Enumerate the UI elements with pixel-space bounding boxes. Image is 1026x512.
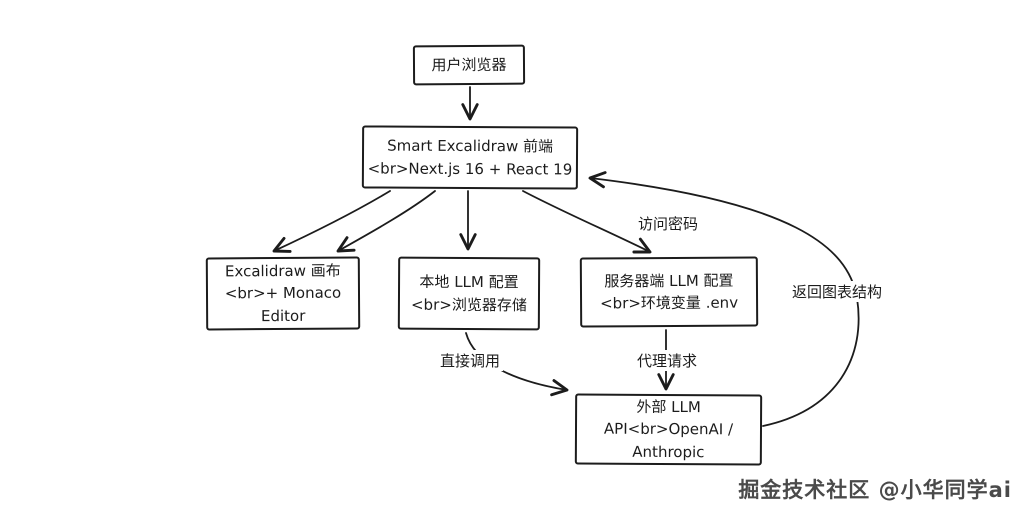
edge-label-proxy-request: 代理请求: [634, 350, 701, 371]
node-local-llm-config: 本地 LLM 配置 <br>浏览器存储: [397, 256, 541, 331]
node-frontend: Smart Excalidraw 前端 <br>Next.js 16 + Rea…: [361, 125, 579, 190]
watermark-text: 掘金技术社区 @小华同学ai: [738, 478, 1012, 502]
node-label: Excalidraw 画布: [224, 261, 341, 281]
node-user-browser: 用户浏览器: [412, 44, 526, 86]
edge-frontend-to-canvas-right: [336, 190, 436, 253]
edge-label-access-password: 访问密码: [635, 213, 702, 234]
node-label: Smart Excalidraw 前端: [387, 136, 554, 156]
node-label: <br>环境变量 .env: [600, 293, 739, 313]
edge-label-direct-call: 直接调用: [437, 350, 504, 371]
node-label: Editor: [260, 306, 306, 325]
node-label: 外部 LLM: [636, 397, 701, 416]
node-external-llm-api: 外部 LLM API<br>OpenAI / Anthropic: [574, 393, 763, 466]
edge-label-return-structure: 返回图表结构: [789, 281, 886, 302]
node-label: <br>+ Monaco: [224, 283, 342, 303]
node-label: Anthropic: [632, 442, 705, 461]
node-label: 服务器端 LLM 配置: [604, 271, 734, 290]
node-label: <br>Next.js 16 + React 19: [367, 158, 573, 179]
node-excalidraw-canvas: Excalidraw 画布 <br>+ Monaco Editor: [205, 256, 361, 331]
node-server-llm-config: 服务器端 LLM 配置 <br>环境变量 .env: [579, 256, 759, 328]
node-label: 本地 LLM 配置: [419, 272, 519, 292]
edge-frontend-to-canvas-left: [272, 190, 391, 253]
node-label: 用户浏览器: [431, 55, 507, 74]
node-label: API<br>OpenAI /: [603, 419, 734, 439]
edge-frontend-to-server-llm: [522, 190, 652, 254]
node-label: <br>浏览器存储: [410, 295, 527, 314]
